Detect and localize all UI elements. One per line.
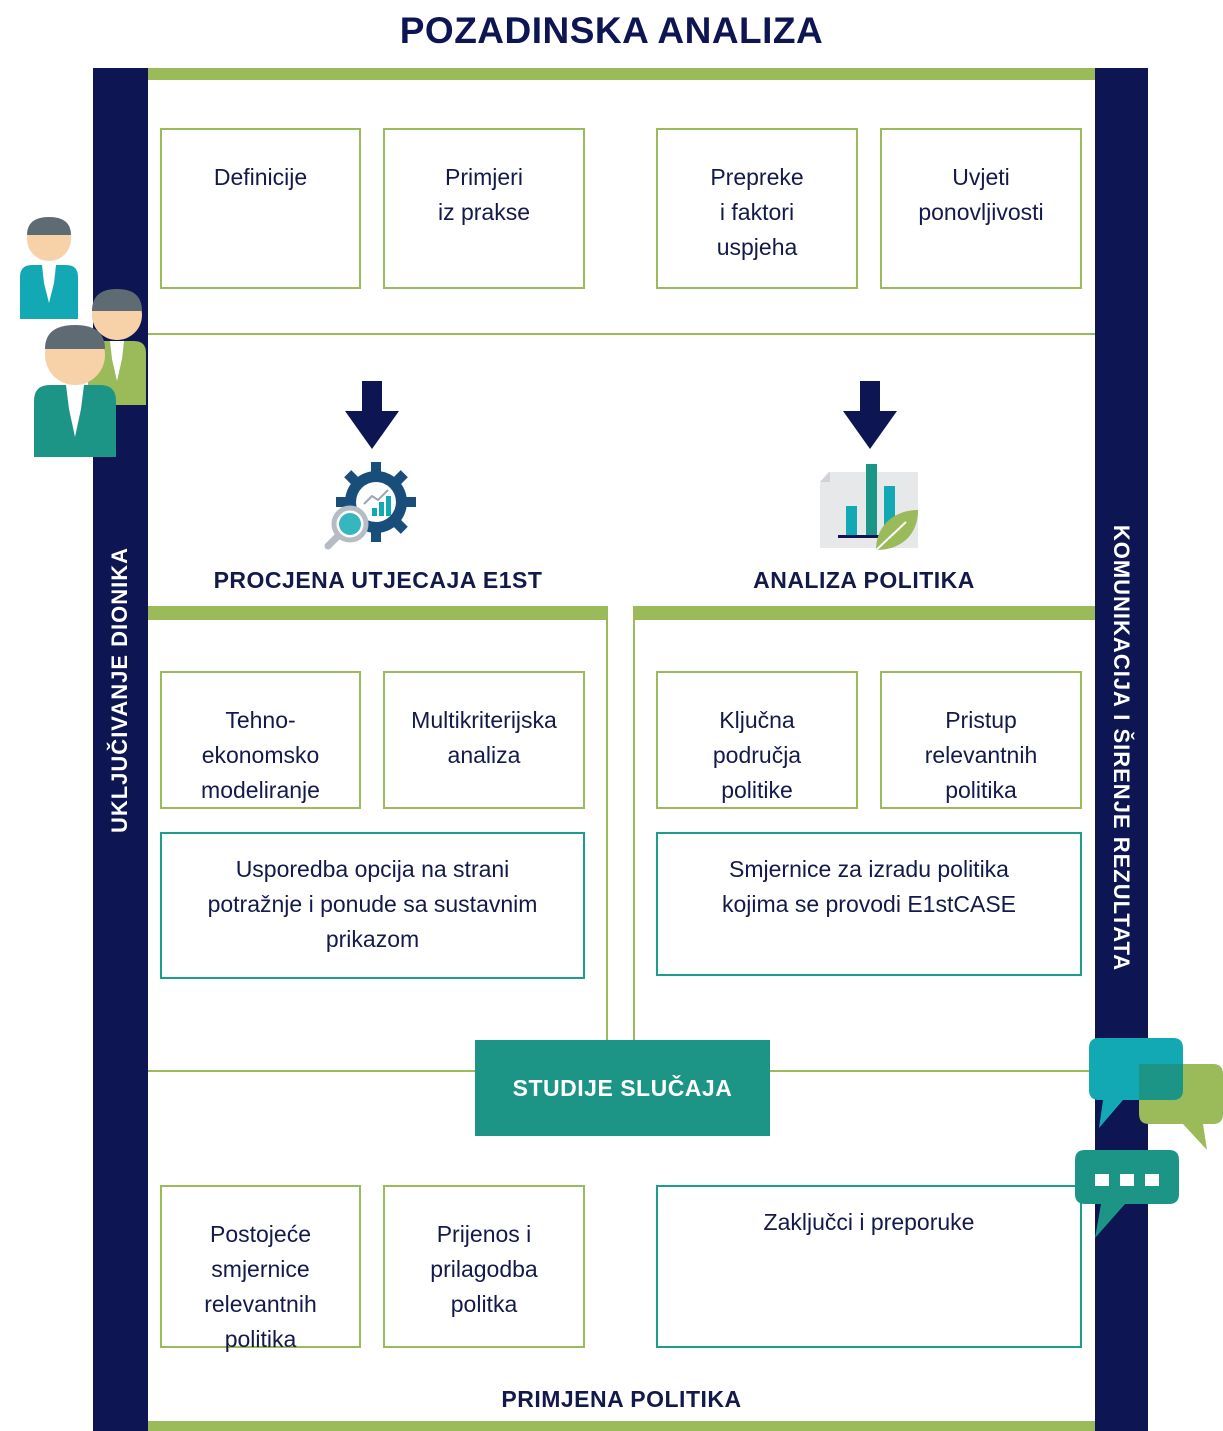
left-vertical-line	[606, 620, 608, 1042]
arrow-down-icon	[345, 381, 399, 449]
speech-bubbles-icon	[1075, 1038, 1223, 1238]
left-section-divider	[148, 606, 608, 620]
policy-application-title: PRIMJENA POLITIKA	[501, 1386, 742, 1412]
right-section-divider	[633, 606, 1095, 620]
bar-chart-leaf-icon	[820, 464, 918, 554]
stakeholder-engagement-label: UKLJUČIVANJE DIONIKA	[107, 546, 132, 834]
page-title: POZADINSKA ANALIZA	[399, 10, 824, 51]
case-studies-banner: STUDIJE SLUČAJA	[475, 1040, 770, 1136]
multicriteria-box: Multikriterijska analiza	[383, 671, 585, 809]
top-divider	[148, 68, 1095, 80]
transfer-adaptation-box: Prijenos i prilagodba politka	[383, 1185, 585, 1348]
policy-analysis-title: ANALIZA POLITIKA	[753, 567, 975, 593]
policy-approach-box: Pristup relevantnih politika	[880, 671, 1082, 809]
techno-economic-box: Tehno- ekonomsko modeliranje	[160, 671, 361, 809]
conclusions-box: Zaključci i preporuke	[656, 1185, 1082, 1348]
demand-supply-comparison-box: Usporedba opcija na strani potražnje i p…	[160, 832, 585, 979]
policy-guidelines-box: Smjernice za izradu politika kojima se p…	[656, 832, 1082, 976]
gear-magnifier-chart-icon	[324, 462, 416, 550]
definitions-box: Definicije	[160, 128, 361, 289]
arrow-down-icon	[843, 381, 897, 449]
key-policy-areas-box: Ključna područja politike	[656, 671, 858, 809]
dissemination-label: KOMUNIKACIJA I ŠIRENJE REZULTATA	[1109, 524, 1134, 972]
existing-guidelines-box: Postojeće smjernice relevantnih politika	[160, 1185, 361, 1352]
background-divider	[148, 333, 1095, 335]
right-vertical-line	[633, 620, 635, 1042]
practice-examples-box: Primjeri iz prakse	[383, 128, 585, 289]
replicability-box: Uvjeti ponovljivosti	[880, 128, 1082, 289]
bottom-divider	[148, 1421, 1095, 1431]
stakeholders-people-icon	[20, 217, 146, 457]
barriers-box: Prepreke i faktori uspjeha	[656, 128, 858, 289]
impact-assessment-title: PROCJENA UTJECAJA E1ST	[213, 567, 543, 593]
